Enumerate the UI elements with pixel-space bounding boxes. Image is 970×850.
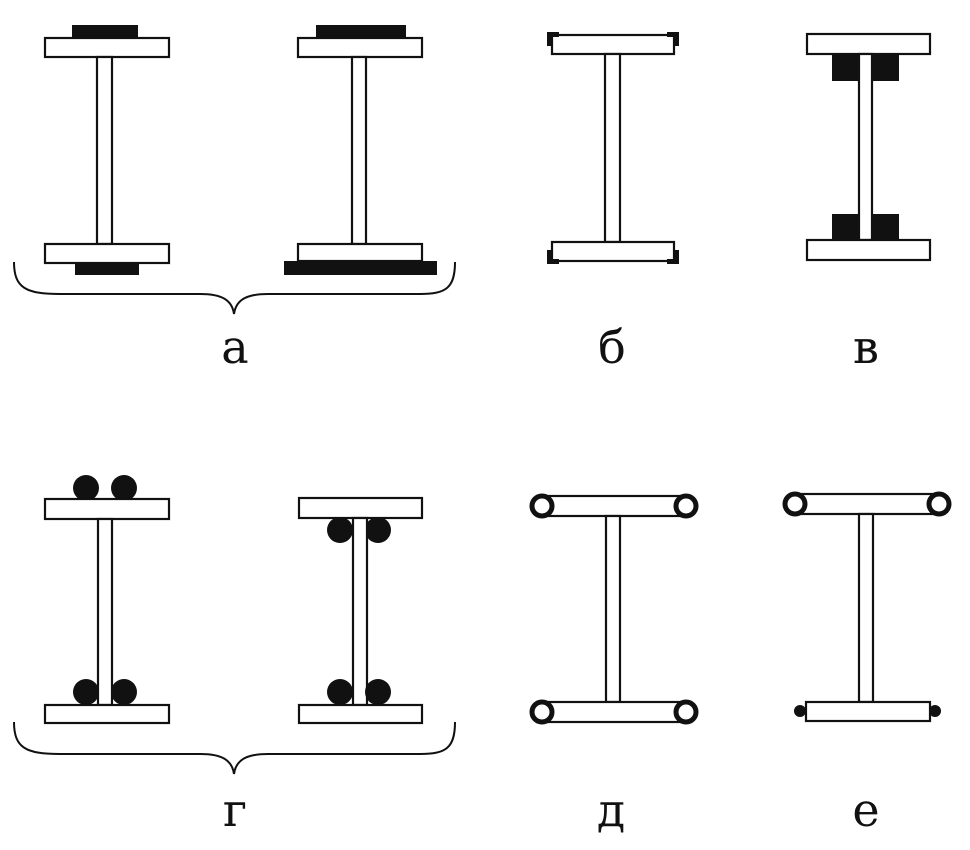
web	[603, 52, 622, 244]
bottom-cover-plate	[75, 263, 139, 275]
label-b: б	[598, 320, 626, 374]
small-bar	[794, 705, 806, 717]
brace-a	[13, 261, 456, 315]
top-flange	[546, 494, 684, 518]
round-bar	[327, 517, 353, 543]
web	[351, 516, 369, 707]
small-bar	[929, 705, 941, 717]
tube-ring	[673, 493, 699, 519]
figure-b-beam	[547, 32, 679, 264]
web	[857, 512, 875, 704]
bottom-flange	[804, 700, 932, 723]
bottom-cover-plate	[284, 261, 437, 275]
top-flange	[799, 492, 935, 516]
bottom-flange	[43, 703, 171, 725]
bottom-flange	[297, 703, 424, 725]
web	[350, 55, 368, 246]
round-bar	[73, 679, 99, 705]
label-d: д	[597, 783, 625, 837]
label-e: е	[852, 783, 879, 837]
top-cover-plate	[72, 25, 138, 38]
web	[857, 52, 874, 242]
figure-v-beam	[805, 32, 932, 262]
round-bar	[327, 679, 353, 705]
bottom-flange	[546, 700, 684, 724]
round-bar	[73, 475, 99, 501]
tube-ring	[926, 491, 952, 517]
top-cover-plate	[316, 25, 406, 38]
web-block	[832, 54, 859, 81]
tube-ring	[529, 699, 555, 725]
tube-ring	[673, 699, 699, 725]
bottom-flange	[43, 242, 171, 265]
label-g: г	[223, 783, 247, 837]
bottom-flange	[296, 242, 424, 263]
web	[96, 517, 114, 707]
brace-g	[13, 721, 456, 775]
label-v: в	[853, 320, 879, 374]
web-block	[872, 54, 899, 81]
figure-d-beam	[529, 493, 699, 725]
web	[604, 514, 622, 704]
tube-ring	[529, 493, 555, 519]
web-block	[832, 214, 859, 240]
round-bar	[365, 517, 391, 543]
round-bar	[365, 679, 391, 705]
top-flange	[297, 496, 424, 520]
label-a: а	[221, 320, 248, 374]
bottom-flange	[550, 240, 676, 263]
figure-g-right-beam	[297, 496, 424, 725]
top-flange	[43, 497, 171, 521]
top-flange	[805, 32, 932, 56]
figure-g-left-beam	[43, 475, 171, 725]
top-flange	[43, 36, 171, 59]
round-bar	[111, 679, 137, 705]
corner-angle	[667, 32, 679, 46]
figure-a-left-beam	[43, 25, 171, 275]
corner-angle	[667, 250, 679, 264]
figure-e-beam	[782, 491, 952, 723]
figure-a-right-beam	[284, 25, 437, 275]
round-bar	[111, 475, 137, 501]
top-flange	[550, 33, 676, 56]
web-block	[872, 214, 899, 240]
top-flange	[296, 36, 424, 59]
tube-ring	[782, 491, 808, 517]
corner-angle	[547, 250, 559, 264]
corner-angle	[547, 32, 559, 46]
web	[95, 55, 114, 246]
bottom-flange	[805, 238, 932, 262]
